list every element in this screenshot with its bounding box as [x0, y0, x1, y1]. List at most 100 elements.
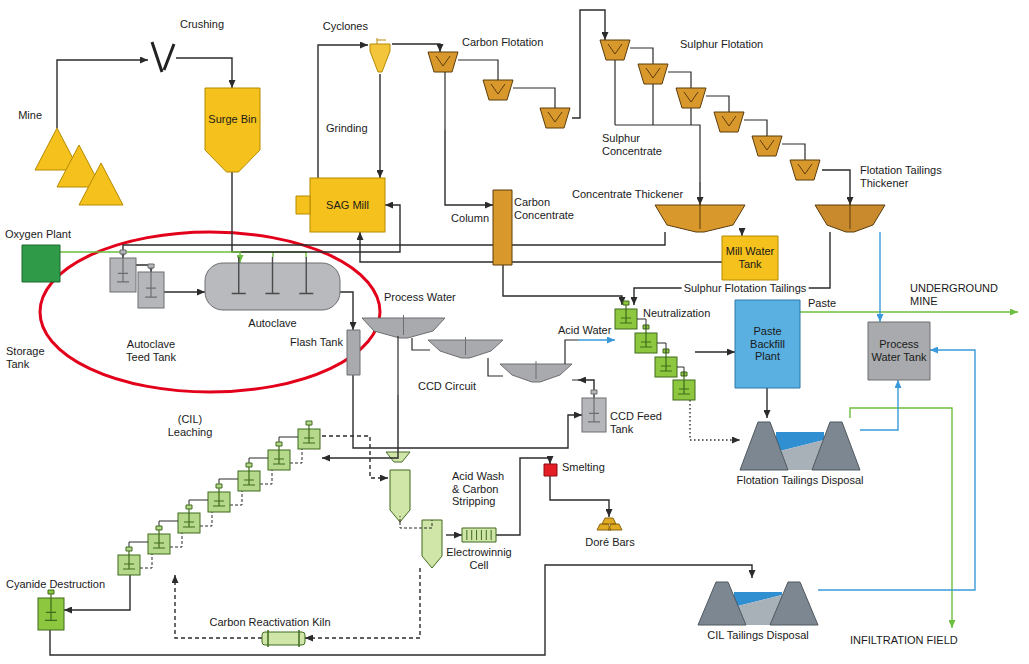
unit-label: Crushing: [180, 18, 250, 31]
process-unit: Surge Bin: [205, 88, 260, 172]
unit-icon: [148, 264, 154, 268]
flow-line: [699, 182, 700, 205]
process-unit: Carbon Reactivation Kiln: [262, 632, 305, 645]
flow-line: [695, 351, 735, 352]
process-unit: Neutralization: [615, 305, 695, 400]
unit-icon: [347, 330, 360, 375]
unit-icon: [782, 144, 805, 160]
flow-line: [741, 232, 742, 236]
flow-line: [578, 380, 594, 398]
unit-label: Cyanide Destruction: [6, 578, 126, 591]
unit-icon: [615, 305, 695, 400]
process-unit: Storage Tank: [110, 258, 136, 292]
unit-icon: [120, 250, 126, 254]
paste-line: [800, 311, 1018, 312]
unit-text: Mill Water Tank: [722, 236, 778, 280]
unit-icon: [676, 88, 706, 108]
unit-label: Oxygen Plant: [5, 228, 85, 241]
unit-label: Storage Tank: [6, 345, 52, 370]
unit-icon: [246, 463, 252, 467]
process-unit: Oxygen Plant: [22, 245, 60, 282]
unit-icon: [790, 160, 820, 180]
unit-icon: [467, 530, 491, 540]
unit-icon: [403, 315, 404, 335]
unit-icon: [148, 40, 176, 74]
flow-line: [360, 232, 722, 262]
process-unit: Autoclave: [205, 263, 340, 310]
flow-line: [446, 534, 462, 535]
unit-icon: [79, 163, 123, 205]
flow-label: Sulphur Flotation Tailings: [682, 282, 809, 295]
process-unit: Carbon Flotation: [425, 52, 572, 130]
unit-icon: [630, 48, 653, 64]
unit-label: Autoclave: [240, 317, 305, 330]
process-unit: Column: [493, 190, 512, 265]
unit-icon: [35, 128, 123, 205]
unit-icon: [698, 578, 818, 625]
unit-icon: [597, 517, 622, 530]
unit-icon: [458, 60, 555, 108]
unit-icon: [698, 582, 746, 625]
unit-icon: [45, 594, 57, 620]
flow-line: [318, 45, 368, 178]
unit-icon: [544, 464, 557, 476]
process-unit: Sulphur Flotation: [600, 40, 822, 182]
oxygen-line: [240, 252, 306, 257]
flow-line: [860, 380, 898, 430]
flow-line: [164, 291, 205, 292]
unit-icon: [615, 60, 700, 182]
unit-icon: [306, 421, 312, 425]
flow-line: [634, 232, 830, 305]
unit-icon: [205, 88, 260, 172]
unit-icon: [597, 518, 622, 530]
unit-icon: [722, 116, 736, 126]
unit-icon: [706, 96, 729, 112]
flow-line: [550, 476, 609, 517]
unit-text: Process Water Tank: [868, 322, 930, 380]
unit-icon: [123, 551, 135, 569]
unit-icon: [152, 42, 174, 72]
unit-icon: [868, 322, 930, 380]
unit-icon: [812, 422, 860, 470]
unit-icon: [48, 590, 54, 594]
unit-icon: [700, 202, 701, 229]
unit-icon: [140, 554, 152, 568]
flow-line: [572, 10, 605, 118]
unit-icon: [637, 319, 684, 376]
unit-icon: [273, 446, 285, 464]
unit-label: Autoclave Teed Tank: [121, 338, 181, 363]
unit-icon: [205, 88, 260, 172]
unit-icon: [22, 245, 60, 282]
unit-icon: [260, 470, 272, 484]
unit-label: Electrowinnig Cell: [443, 546, 515, 571]
unit-icon: [548, 112, 562, 122]
unit-icon: [347, 330, 360, 375]
unit-icon: [462, 528, 496, 542]
flow-line: [232, 172, 400, 252]
stream-label: INFILTRATION FIELD: [850, 634, 1000, 647]
unit-icon: [760, 140, 774, 150]
unit-icon: [425, 52, 572, 130]
unit-icon: [38, 598, 64, 630]
flow-line: [57, 60, 148, 128]
unit-icon: [608, 44, 622, 54]
stream-label: UNDERGROUND MINE: [910, 282, 1006, 307]
unit-icon: [714, 112, 744, 132]
highlight-ellipse: [40, 232, 380, 392]
unit-icon: [600, 40, 822, 182]
unit-icon: [290, 449, 302, 463]
unit-icon: [620, 305, 632, 323]
process-unit: Mine: [35, 128, 123, 205]
unit-icon: [400, 516, 432, 528]
flow-line: [379, 74, 380, 178]
flow-line: [322, 436, 388, 478]
unit-icon: [276, 442, 282, 446]
process-unit: Cyclones: [368, 38, 392, 74]
unit-icon: [740, 422, 788, 470]
unit-icon: [230, 491, 242, 505]
unit-icon: [493, 190, 512, 265]
unit-label: Acid Wash & Carbon Stripping: [452, 470, 514, 508]
unit-icon: [493, 190, 512, 265]
process-unit: Concentrate Thickener: [655, 205, 745, 232]
